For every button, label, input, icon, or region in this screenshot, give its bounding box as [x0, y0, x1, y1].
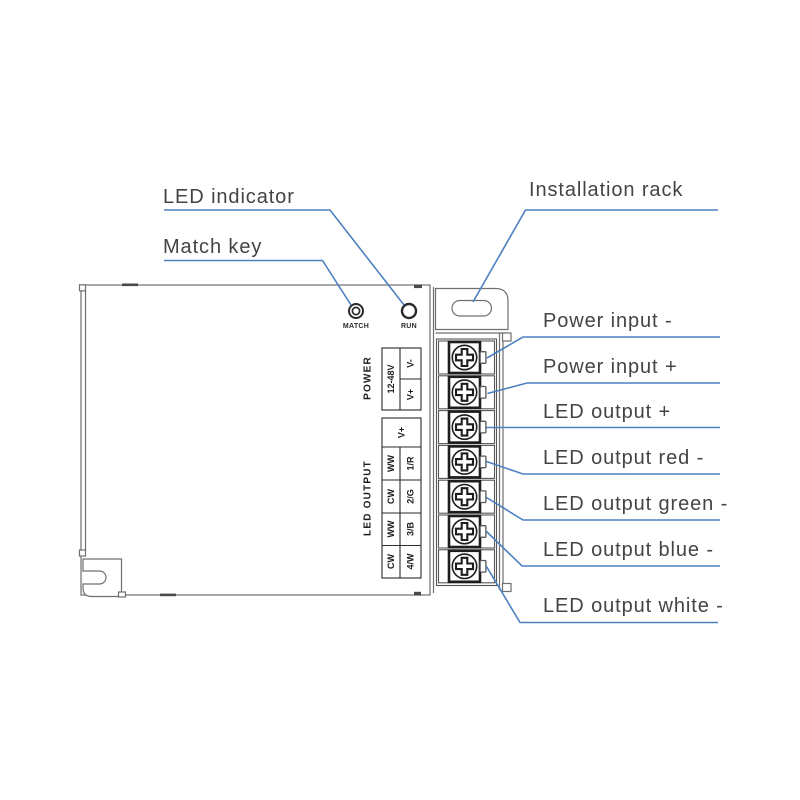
leader-led-output-red	[486, 460, 720, 475]
led-row-channel: 2/G	[406, 489, 416, 504]
led-common-vplus: V+	[397, 427, 407, 438]
power-terminal-vplus: V+	[406, 389, 416, 400]
power-panel-title: POWER	[363, 356, 374, 400]
match-button-label: MATCH	[343, 323, 369, 330]
led-row-type: CW	[386, 554, 396, 569]
led-row-channel: 1/R	[406, 456, 416, 471]
callout-installation-rack: Installation rack	[529, 179, 683, 201]
callout-led-output-blue: LED output blue -	[543, 539, 714, 561]
leader-match-key	[164, 259, 352, 306]
callout-match-key: Match key	[163, 236, 262, 258]
led-row-channel: 3/B	[406, 522, 416, 537]
device-front-face	[80, 284, 431, 596]
callout-led-output-white: LED output white -	[543, 595, 724, 617]
screw-led-plus	[447, 410, 488, 444]
callout-led-output-red: LED output red -	[543, 447, 704, 469]
run-led	[400, 302, 418, 320]
led-output-panel: LED OUTPUT V+ WW CW WW CW 1/R 2/G 3/B 4/…	[363, 417, 422, 579]
led-row-type: CW	[386, 489, 396, 504]
callout-power-input-minus: Power input -	[543, 310, 673, 332]
side-rail-step-top	[501, 332, 512, 342]
leader-lines	[164, 209, 720, 624]
screw-led-green	[447, 479, 488, 514]
callout-power-input-plus: Power input +	[543, 356, 678, 378]
screw-led-red	[447, 445, 488, 479]
leader-power-input-minus	[486, 336, 720, 359]
leader-installation-rack	[472, 209, 718, 303]
led-output-panel-title: LED OUTPUT	[363, 460, 374, 536]
led-row-type: WW	[386, 520, 396, 537]
leader-led-output-green	[486, 496, 720, 521]
led-output-table	[381, 417, 422, 579]
seam-tick	[414, 284, 422, 289]
match-button-center	[351, 306, 361, 316]
screw-power-minus	[447, 340, 488, 375]
power-terminal-vminus: V-	[406, 359, 416, 368]
leader-led-output-blue	[485, 530, 720, 567]
led-row-channel: 4/W	[406, 553, 416, 570]
callout-led-output-plus: LED output +	[543, 401, 671, 423]
power-voltage-range: 12-48V	[386, 364, 396, 393]
callout-led-indicator: LED indicator	[163, 186, 295, 208]
callout-led-output-green: LED output green -	[543, 493, 728, 515]
led-row-type: WW	[386, 455, 396, 472]
device-enclosure	[78, 283, 512, 598]
match-run-cluster: MATCH RUN	[343, 302, 418, 330]
leader-led-indicator	[164, 209, 405, 306]
leader-led-output-white	[485, 566, 718, 624]
flange-cap-top	[78, 284, 87, 292]
mounting-slot-bottom-left	[82, 570, 107, 585]
seam-tick	[160, 593, 176, 597]
seam-tick	[122, 283, 138, 287]
power-panel: POWER 12-48V V- V+	[363, 347, 422, 411]
screw-led-white	[447, 549, 488, 584]
installation-rack-slot	[451, 299, 493, 317]
callout-labels: LED indicator Match key Installation rac…	[163, 179, 728, 617]
seam-tick	[414, 591, 421, 596]
flange-cap-bottom	[78, 549, 87, 557]
screw-led-blue	[447, 514, 488, 549]
side-rail-step-bottom	[501, 582, 512, 593]
run-led-label: RUN	[401, 323, 417, 330]
screw-power-plus	[447, 375, 488, 410]
tab-joint-mark	[117, 591, 127, 598]
leader-power-input-plus	[487, 382, 720, 395]
